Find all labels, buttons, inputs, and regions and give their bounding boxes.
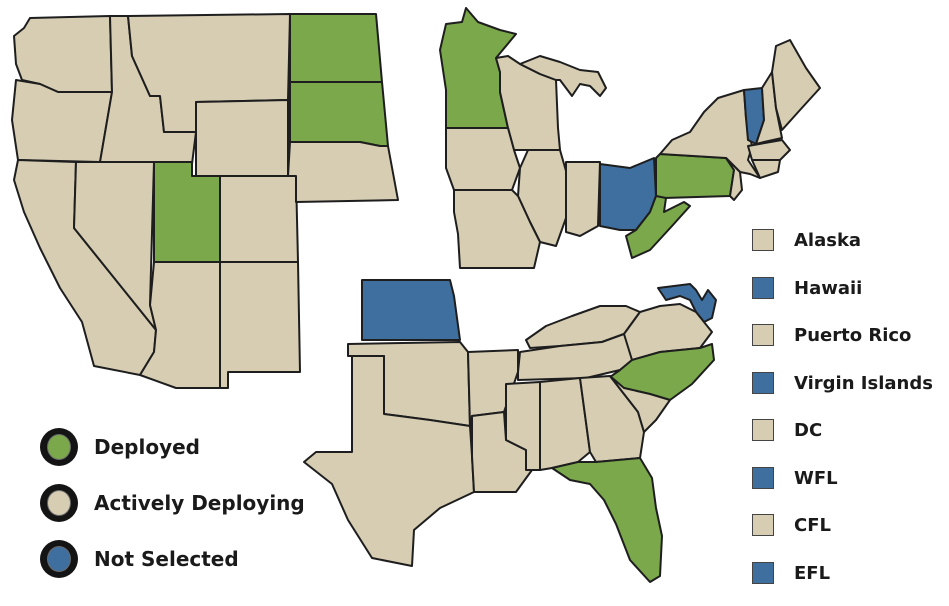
- state-KS[interactable]: [361, 279, 461, 341]
- state-WA[interactable]: [13, 15, 113, 93]
- state-CO[interactable]: [219, 175, 299, 263]
- state-MA[interactable]: [747, 139, 791, 161]
- state-MI[interactable]: [519, 55, 607, 97]
- state-WI[interactable]: [495, 55, 561, 151]
- region-legend-label: WFL: [794, 467, 838, 489]
- state-OR[interactable]: [11, 79, 113, 163]
- region-swatch-icon: [752, 466, 774, 489]
- region-legend-label: Puerto Rico: [794, 325, 912, 346]
- region-legend-label: Hawaii: [794, 277, 863, 299]
- region-swatch-icon: [752, 276, 774, 299]
- region-swatch-icon: [752, 419, 774, 441]
- region-legend-label: Alaska: [794, 230, 862, 251]
- state-SC[interactable]: [609, 375, 671, 433]
- region-legend-label: CFL: [794, 515, 831, 536]
- status-marker-icon: [40, 428, 78, 466]
- northeast-region: [439, 7, 821, 269]
- state-WY[interactable]: [195, 99, 289, 177]
- us-deployment-map: [11, 7, 821, 583]
- state-IN[interactable]: [565, 161, 601, 237]
- status-legend-label: Deployed: [94, 435, 200, 459]
- state-FL[interactable]: [551, 457, 663, 583]
- region-legend-label: EFL: [794, 562, 831, 584]
- state-PA[interactable]: [655, 153, 735, 199]
- status-marker-icon: [40, 540, 78, 578]
- region-legend-label: Virgin Islands: [794, 372, 933, 394]
- state-NE[interactable]: [287, 141, 399, 203]
- region-swatch-icon: [752, 514, 774, 536]
- state-ME[interactable]: [771, 39, 821, 131]
- state-MO[interactable]: [453, 189, 541, 269]
- state-NJ[interactable]: [725, 157, 743, 201]
- region-legend-label: DC: [794, 420, 823, 441]
- state-ND[interactable]: [289, 13, 383, 83]
- state-IA[interactable]: [445, 127, 521, 191]
- status-legend-label: Not Selected: [94, 547, 239, 571]
- region-swatch-icon: [752, 229, 774, 251]
- state-SD[interactable]: [289, 81, 389, 147]
- state-MD[interactable]: [657, 283, 717, 323]
- south-region: [303, 279, 717, 583]
- status-marker-icon: [40, 484, 78, 522]
- west-region: [11, 13, 399, 389]
- state-UT[interactable]: [153, 161, 221, 263]
- status-legend-label: Actively Deploying: [94, 491, 305, 515]
- state-TX[interactable]: [303, 355, 475, 567]
- region-swatch-icon: [752, 561, 774, 584]
- state-NM[interactable]: [219, 261, 301, 389]
- region-swatch-icon: [752, 324, 774, 346]
- state-CT[interactable]: [751, 159, 781, 179]
- region-swatch-icon: [752, 371, 774, 394]
- state-WV[interactable]: [625, 195, 691, 259]
